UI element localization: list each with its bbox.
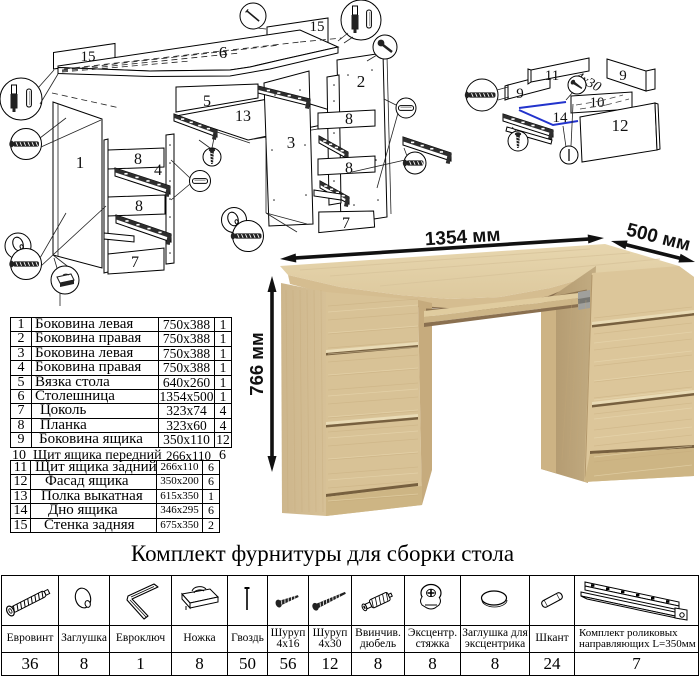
svg-text:11: 11 [545, 68, 559, 84]
svg-text:7: 7 [131, 254, 139, 271]
svg-text:4: 4 [154, 162, 162, 179]
svg-text:6: 6 [219, 43, 228, 62]
svg-text:8: 8 [135, 198, 143, 215]
svg-text:8: 8 [345, 160, 353, 177]
svg-text:10: 10 [590, 95, 605, 111]
svg-text:1354 мм: 1354 мм [424, 225, 501, 251]
svg-text:9: 9 [619, 68, 627, 84]
svg-text:14: 14 [553, 110, 569, 126]
svg-text:766 мм: 766 мм [246, 332, 267, 395]
svg-text:3: 3 [287, 133, 296, 152]
svg-text:9: 9 [516, 86, 524, 102]
svg-text:7: 7 [342, 215, 350, 232]
svg-text:8: 8 [134, 151, 142, 168]
svg-text:13: 13 [235, 108, 251, 125]
svg-text:500 мм: 500 мм [624, 220, 692, 256]
svg-text:12: 12 [612, 116, 629, 135]
svg-text:15: 15 [310, 19, 325, 35]
svg-text:5: 5 [203, 93, 211, 110]
svg-text:2: 2 [357, 72, 366, 91]
svg-text:1: 1 [76, 153, 85, 172]
svg-text:8: 8 [345, 111, 353, 128]
